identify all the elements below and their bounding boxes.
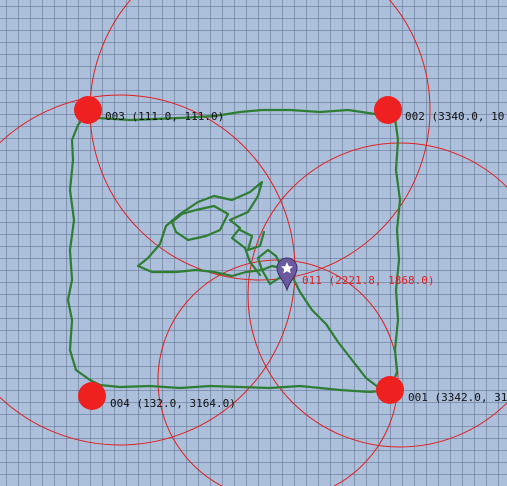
anchor-003-label: 003 (111.0, 111.0)	[105, 110, 225, 123]
anchors	[74, 96, 404, 410]
anchor-004-dot[interactable]	[78, 382, 106, 410]
anchor-002-label: 002 (3340.0, 10	[405, 110, 505, 123]
tag-011-label: 011 (2221.8, 1868.0)	[302, 274, 435, 287]
anchor-001-label: 001 (3342.0, 31	[408, 391, 507, 404]
anchor-002-dot[interactable]	[374, 96, 402, 124]
anchor-004-label: 004 (132.0, 3164.0)	[110, 397, 236, 410]
range-circle-004	[247, 142, 507, 448]
range-circle-002	[89, 0, 431, 281]
map-pin-star-icon[interactable]	[276, 257, 298, 292]
track-inner-loop	[136, 180, 384, 392]
track-outer-loop	[66, 106, 402, 394]
anchor-003-dot[interactable]	[74, 96, 102, 124]
anchor-001-dot[interactable]	[376, 376, 404, 404]
movement-track	[66, 106, 402, 394]
